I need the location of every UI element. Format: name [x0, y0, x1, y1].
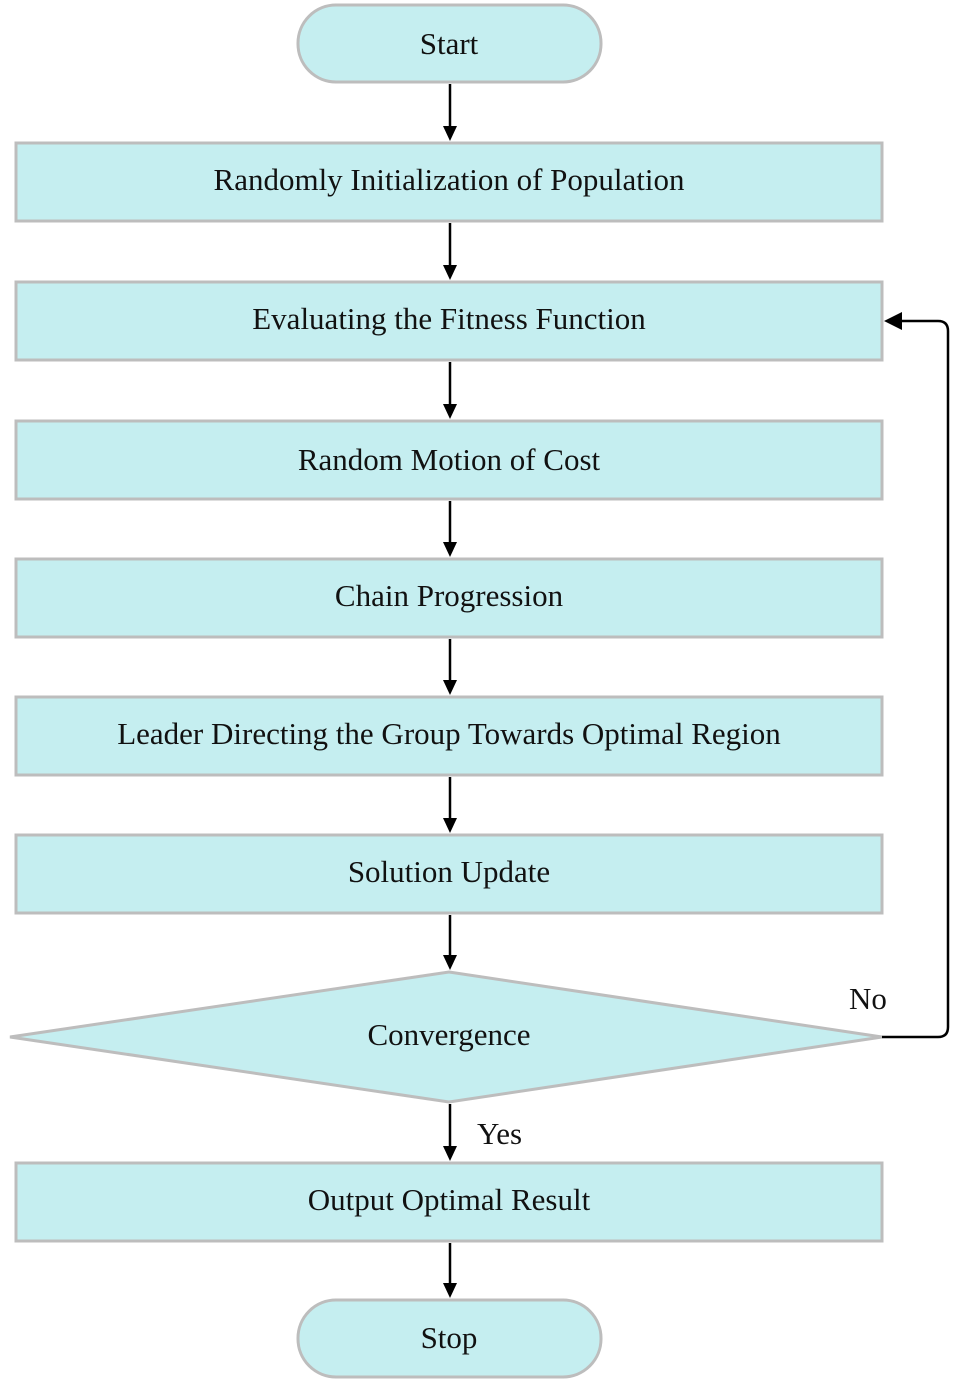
arrow-output-to-stop: [443, 1243, 457, 1298]
arrow-no-loop: [882, 312, 950, 1039]
arrow-motion-to-chain: [443, 501, 457, 557]
output-node: Output Optimal Result: [14, 1161, 884, 1243]
fitness-label: Evaluating the Fitness Function: [252, 301, 646, 336]
update-node: Solution Update: [14, 833, 884, 915]
update-label: Solution Update: [348, 854, 550, 889]
motion-node: Random Motion of Cost: [14, 419, 884, 501]
start-node: Start: [296, 3, 603, 84]
init-node: Randomly Initialization of Population: [14, 141, 884, 223]
yes-label: Yes: [477, 1116, 522, 1151]
init-label: Randomly Initialization of Population: [214, 162, 685, 197]
leader-label: Leader Directing the Group Towards Optim…: [117, 716, 781, 751]
motion-label: Random Motion of Cost: [298, 442, 601, 477]
fitness-node: Evaluating the Fitness Function: [14, 280, 884, 362]
stop-node: Stop: [296, 1298, 603, 1379]
arrow-init-to-fitness: [443, 223, 457, 280]
convergence-node: Convergence: [9, 970, 883, 1104]
chain-label: Chain Progression: [335, 578, 564, 613]
arrow-update-to-convergence: [443, 915, 457, 970]
no-label: No: [849, 981, 887, 1016]
arrow-start-to-init: [443, 84, 457, 141]
convergence-label: Convergence: [368, 1017, 531, 1052]
arrow-leader-to-update: [443, 777, 457, 833]
start-label: Start: [420, 26, 479, 61]
arrow-chain-to-leader: [443, 639, 457, 695]
leader-node: Leader Directing the Group Towards Optim…: [14, 695, 884, 777]
output-label: Output Optimal Result: [308, 1182, 591, 1217]
arrow-convergence-to-output: [443, 1104, 457, 1161]
chain-node: Chain Progression: [14, 557, 884, 639]
stop-label: Stop: [421, 1320, 478, 1355]
arrow-fitness-to-motion: [443, 362, 457, 419]
